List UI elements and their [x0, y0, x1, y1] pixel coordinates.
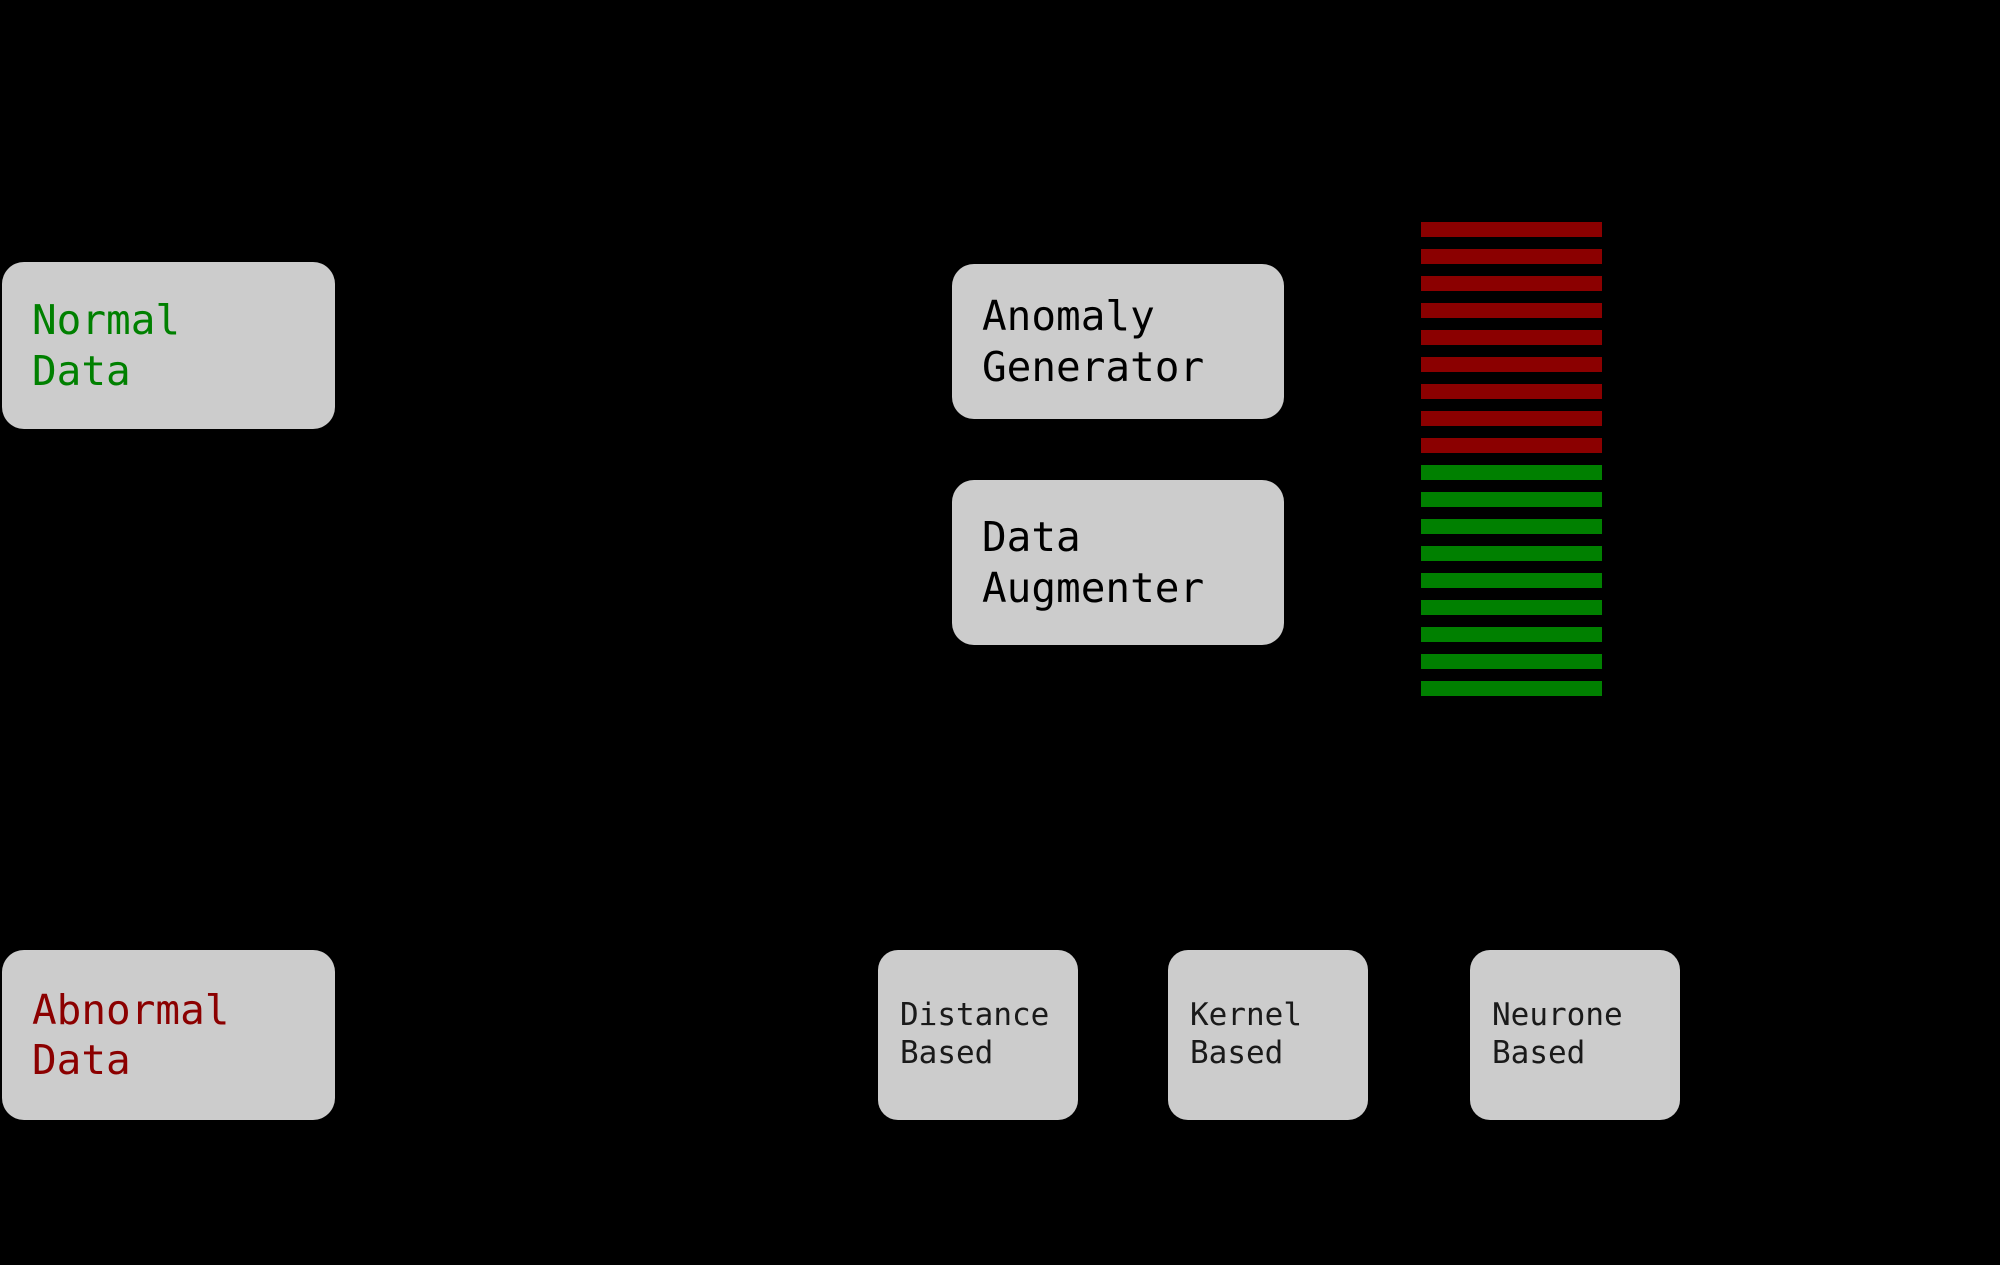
sample-stripe-normal: [1421, 492, 1602, 507]
node-distance-based-line-1: Distance: [900, 997, 1050, 1034]
sample-stripe-anomalous: [1421, 330, 1602, 345]
sample-stripe-anomalous: [1421, 222, 1602, 237]
node-distance-based-line-2: Based: [900, 1035, 994, 1071]
sample-stripe-normal: [1421, 573, 1602, 588]
node-anomaly-generator[interactable]: Anomaly Generator: [952, 264, 1284, 419]
node-neurone-based-line-2: Based: [1492, 1035, 1586, 1071]
node-kernel-based-line-2: Based: [1190, 1035, 1284, 1071]
node-normal-data[interactable]: Normal Data: [2, 262, 335, 429]
sample-stripe-normal: [1421, 600, 1602, 615]
node-neurone-based[interactable]: Neurone Based: [1470, 950, 1680, 1120]
sample-stripe-anomalous: [1421, 384, 1602, 399]
sample-stripe-stack: [1421, 222, 1602, 696]
sample-stripe-normal: [1421, 654, 1602, 669]
sample-stripe-normal: [1421, 519, 1602, 534]
node-kernel-based[interactable]: Kernel Based: [1168, 950, 1368, 1120]
node-abnormal-data[interactable]: Abnormal Data: [2, 950, 335, 1120]
sample-stripe-anomalous: [1421, 249, 1602, 264]
sample-stripe-anomalous: [1421, 438, 1602, 453]
node-data-augmenter[interactable]: Data Augmenter: [952, 480, 1284, 645]
node-normal-data-line-2: Data: [32, 346, 131, 395]
sample-stripe-normal: [1421, 681, 1602, 696]
node-abnormal-data-line-1: Abnormal: [32, 985, 230, 1034]
node-neurone-based-line-1: Neurone: [1492, 997, 1623, 1034]
sample-stripe-anomalous: [1421, 276, 1602, 291]
sample-stripe-anomalous: [1421, 357, 1602, 372]
node-kernel-based-line-1: Kernel: [1190, 997, 1302, 1034]
node-normal-data-line-1: Normal: [32, 296, 181, 345]
sample-stripe-anomalous: [1421, 411, 1602, 426]
sample-stripe-normal: [1421, 465, 1602, 480]
sample-stripe-anomalous: [1421, 303, 1602, 318]
node-abnormal-data-line-2: Data: [32, 1036, 131, 1084]
node-data-augmenter-line-1: Data: [982, 513, 1081, 562]
node-data-augmenter-line-2: Augmenter: [982, 563, 1205, 612]
sample-stripe-normal: [1421, 546, 1602, 561]
node-anomaly-generator-line-1: Anomaly: [982, 292, 1155, 341]
node-anomaly-generator-line-2: Generator: [982, 342, 1205, 391]
node-distance-based[interactable]: Distance Based: [878, 950, 1078, 1120]
sample-stripe-normal: [1421, 627, 1602, 642]
